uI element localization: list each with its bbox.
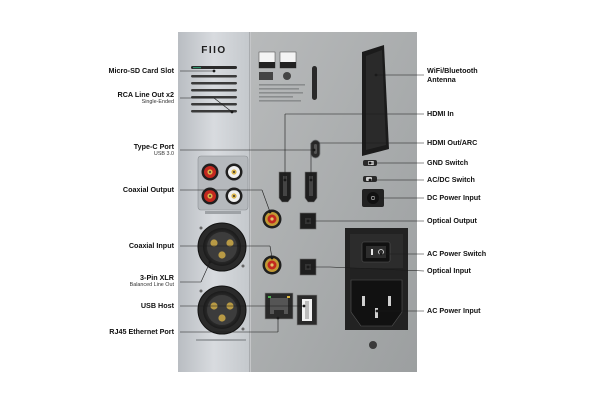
ac-power-switch (361, 241, 391, 263)
label-coaxial-input: Coaxial Input (128, 241, 174, 250)
coaxial-input-jack (262, 255, 282, 275)
label-coaxial-output: Coaxial Output (122, 185, 174, 194)
label-optical-output: Optical Output (427, 216, 477, 225)
xlr-connector-bottom (197, 285, 247, 335)
rca-line-out-jacks (197, 155, 249, 214)
label-ac-dc-switch: AC/DC Switch (427, 175, 475, 184)
callout-dots-left (208, 69, 316, 320)
label-ac-power-input: AC Power Input (427, 306, 481, 315)
callout-lines-right (284, 74, 425, 312)
label-ac-power-switch: AC Power Switch (427, 249, 487, 258)
label-micro-sd: Micro-SD Card Slot (108, 66, 175, 75)
label-type-c: Type-C Port (133, 142, 174, 151)
label-hdmi-in: HDMI In (427, 109, 454, 118)
sublabel-rca-line-out: Single-Ended (141, 99, 174, 105)
label-wifi-bluetooth: WiFi/Bluetooth (427, 66, 478, 75)
callout-dots-right (283, 73, 383, 313)
fine-print (259, 84, 305, 102)
label-antenna: Antenna (427, 75, 456, 84)
label-rj45: RJ45 Ethernet Port (109, 327, 174, 336)
certification-badges (258, 51, 297, 80)
card-slot-vertical (312, 66, 317, 100)
label-xlr: 3-Pin XLR (140, 273, 174, 282)
hdmi-out-port (304, 171, 318, 203)
fiio-logo: FIIO (201, 45, 226, 56)
coaxial-output-jack (262, 209, 282, 229)
label-hdmi-out: HDMI Out/ARC (427, 138, 478, 147)
ground-screw (369, 341, 377, 349)
brand-logo-text: FIIO (201, 45, 226, 56)
sublabel-type-c: USB 3.0 (153, 151, 174, 157)
label-dc-power: DC Power Input (427, 193, 481, 202)
callout-lines-left (180, 70, 314, 333)
micro-sd-slot (191, 66, 237, 113)
ac-power-inlet (350, 279, 403, 327)
xlr-connector-top (197, 222, 247, 272)
label-optical-input: Optical Input (427, 266, 471, 275)
label-rca-line-out: RCA Line Out x2 (117, 90, 174, 99)
usb-host-port (296, 294, 318, 326)
label-usb-host: USB Host (140, 301, 174, 310)
hdmi-in-port (278, 171, 292, 203)
sublabel-xlr: Balanced Line Out (129, 282, 174, 288)
label-gnd-switch: GND Switch (427, 158, 469, 167)
